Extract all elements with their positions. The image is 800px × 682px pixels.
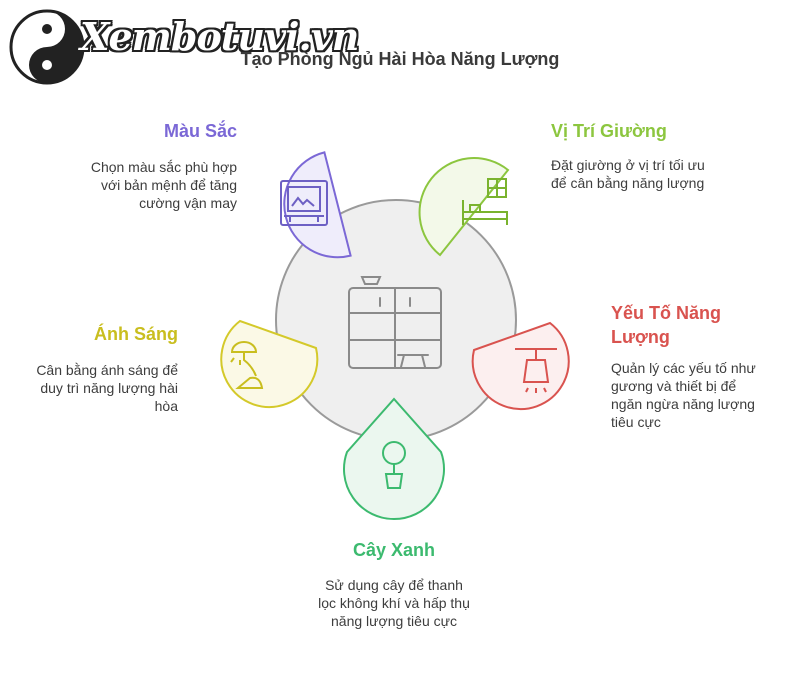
yeu-to-description: Quản lý các yếu tố như gương và thiết bị… <box>611 359 756 431</box>
desc-line: cường vận may <box>139 195 237 211</box>
vi-tri-giuong-heading: Vị Trí Giường <box>551 121 667 141</box>
yeu-to-drop <box>471 321 570 411</box>
desc-line: tiêu cực <box>611 414 661 430</box>
potted-plant-icon <box>382 441 406 489</box>
mau-sac-description: Chọn màu sắc phù hợp với bản mệnh để tăn… <box>91 158 237 212</box>
yin-yang-logo <box>9 9 85 85</box>
heading-line: Lượng <box>611 327 670 347</box>
mau-sac-heading: Màu Sắc <box>163 121 237 141</box>
desc-line: lọc không khí và hấp thụ <box>318 595 470 611</box>
ceiling-lamp-icon <box>515 348 557 393</box>
anh-sang-heading: Ánh Sáng <box>94 324 178 344</box>
desc-line: gương và thiết bị để <box>611 378 737 394</box>
mau-sac-drop <box>283 151 352 259</box>
furniture-icon <box>348 276 442 369</box>
yeu-to-heading: Yếu Tố Năng Lượng <box>611 301 721 349</box>
painting-icon <box>280 180 328 226</box>
desc-line: năng lượng tiêu cực <box>331 613 457 629</box>
heading-line: Yếu Tố Năng <box>611 303 722 323</box>
desc-line: duy trì năng lượng hài <box>40 380 178 396</box>
anh-sang-description: Cân bằng ánh sáng để duy trì năng lượng … <box>36 361 178 415</box>
desc-line: để cân bằng năng lượng <box>551 175 705 191</box>
desc-line: Quản lý các yếu tố như <box>611 360 756 376</box>
desc-line: hòa <box>154 398 178 414</box>
desc-line: Chọn màu sắc phù hợp <box>90 159 237 175</box>
desc-line: Sử dụng cây để thanh <box>325 577 463 593</box>
desc-line: ngăn ngừa năng lượng <box>611 396 755 412</box>
bed-window-icon <box>462 178 508 225</box>
desc-line: Đặt giường ở vị trí tối ưu <box>551 157 705 173</box>
page-title: Tạo Phòng Ngủ Hài Hòa Năng Lượng <box>240 49 560 69</box>
cay-xanh-drop <box>343 397 445 520</box>
vi-tri-giuong-description: Đặt giường ở vị trí tối ưu để cân bằng n… <box>551 156 705 192</box>
cay-xanh-heading: Cây Xanh <box>352 540 436 560</box>
desc-line: Cân bằng ánh sáng để <box>36 362 178 378</box>
cay-xanh-description: Sử dụng cây để thanh lọc không khí và hấ… <box>264 576 524 630</box>
desc-line: với bản mệnh để tăng <box>100 177 237 193</box>
watermark: Xembotuvi.vn <box>80 14 359 59</box>
desk-lamp-icon <box>230 341 264 389</box>
